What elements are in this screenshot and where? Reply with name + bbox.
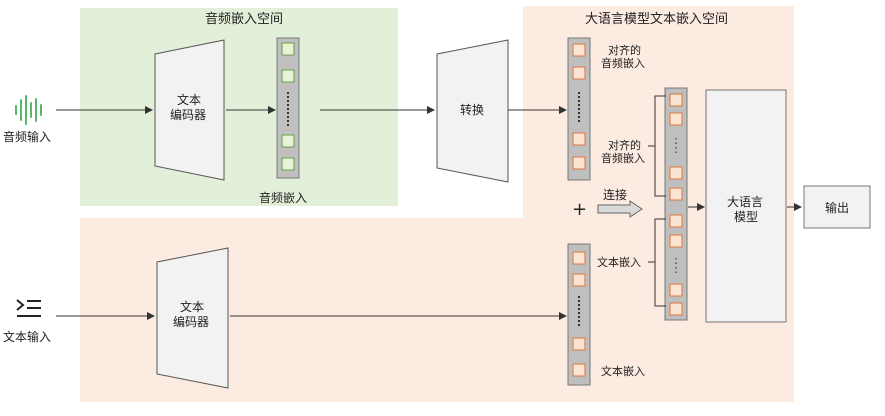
output-box (803, 185, 871, 229)
text-encoder-top-line2: 编码器 (170, 108, 207, 122)
text-encoder-top-line1: 文本 (177, 93, 202, 107)
llm-label-line2: 模型 (734, 210, 759, 224)
text-embedding-column (567, 243, 591, 386)
waveform-icon (15, 95, 42, 125)
aligned-audio-mid-line1: 对齐的 (608, 139, 641, 152)
text-encoder-bottom-line1: 文本 (180, 300, 205, 314)
concat-arrow (597, 200, 643, 218)
audio-embedding-column (276, 37, 300, 179)
converter-shape (436, 39, 509, 183)
aligned-audio-top-line1: 对齐的 (608, 44, 641, 57)
list-indent-icon (16, 299, 41, 317)
concat-label: 连接 (603, 188, 628, 202)
aligned-audio-column (567, 37, 591, 181)
text-embedding-bracket (648, 218, 666, 307)
text-embedding-bottom-label: 文本嵌入 (601, 365, 645, 378)
aligned-audio-mid-line2: 音频嵌入 (601, 152, 645, 165)
concatenated-column (664, 87, 688, 321)
text-encoder-bottom-line2: 编码器 (173, 315, 210, 329)
output-label: 输出 (825, 201, 850, 215)
llm-box (705, 89, 787, 323)
audio-embedding-label: 音频嵌入 (259, 191, 308, 205)
text-encoder-bottom-shape (156, 247, 229, 389)
llm-space-title: 大语言模型文本嵌入空间 (585, 12, 729, 27)
region-gap (80, 206, 523, 212)
audio-input-label: 音频输入 (3, 130, 52, 144)
plus-sign: + (572, 199, 588, 220)
llm-label-line1: 大语言 (727, 195, 764, 209)
audio-embedding-space (80, 8, 398, 206)
aligned-audio-bracket (648, 95, 666, 197)
text-embedding-mid-label: 文本嵌入 (597, 256, 641, 269)
aligned-audio-top-line2: 音频嵌入 (601, 57, 645, 70)
converter-label: 转换 (460, 103, 485, 117)
text-input-label: 文本输入 (3, 330, 52, 344)
audio-space-title: 音频嵌入空间 (205, 12, 284, 27)
text-encoder-top-shape (154, 39, 225, 181)
